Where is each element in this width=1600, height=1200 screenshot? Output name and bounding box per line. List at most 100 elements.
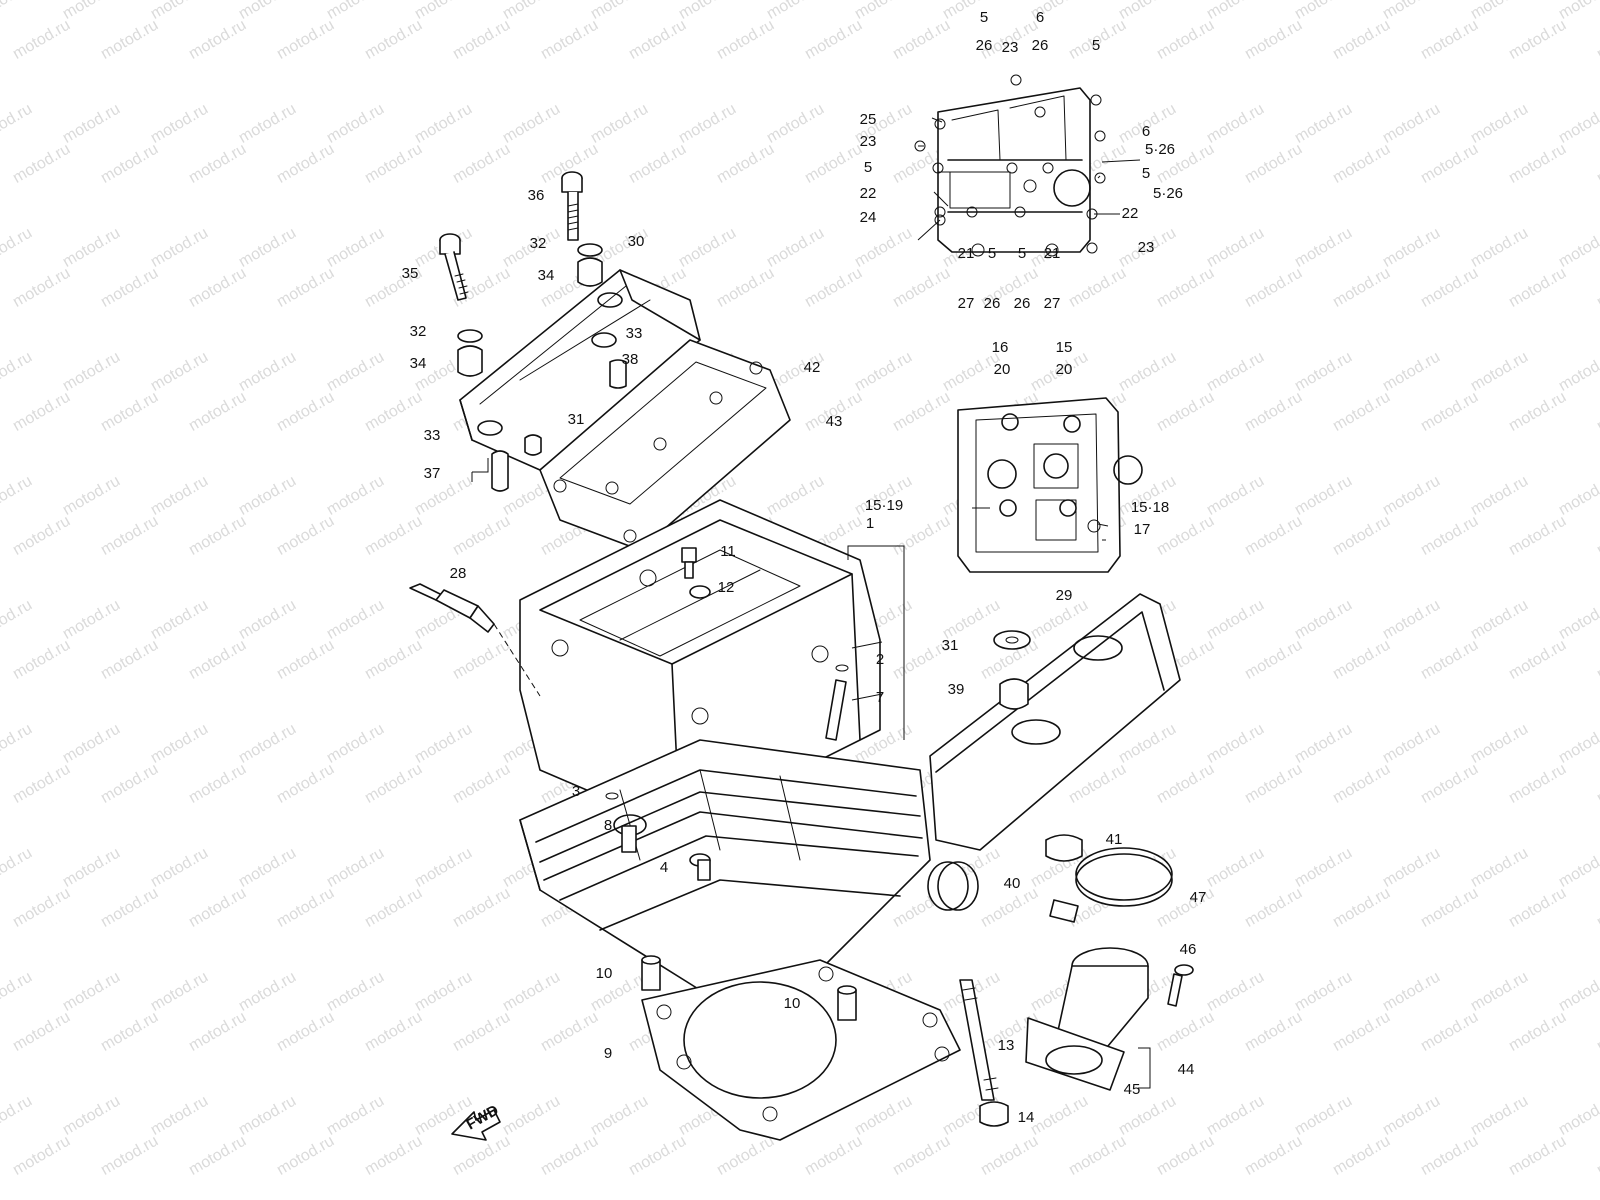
watermark-text: motod.ru xyxy=(148,225,211,271)
callout-label: 31 xyxy=(942,637,959,654)
watermark-text: motod.ru xyxy=(60,225,123,271)
callout-label: 8 xyxy=(604,817,612,834)
watermark-text: motod.ru xyxy=(148,845,211,891)
watermark-text: motod.ru xyxy=(1418,265,1481,311)
watermark-text: motod.ru xyxy=(1594,1009,1600,1055)
watermark-text: motod.ru xyxy=(1594,637,1600,683)
callout-label: 12 xyxy=(718,579,735,596)
watermark-text: motod.ru xyxy=(1594,1133,1600,1179)
watermark-text: motod.ru xyxy=(148,0,211,23)
watermark-text: motod.ru xyxy=(1380,349,1443,395)
watermark-text: motod.ru xyxy=(764,473,827,519)
watermark-text: motod.ru xyxy=(324,225,387,271)
callout-label: 10 xyxy=(784,995,801,1012)
watermark-text: motod.ru xyxy=(324,473,387,519)
watermark-text: motod.ru xyxy=(1242,637,1305,683)
watermark-text: motod.ru xyxy=(1380,845,1443,891)
callout-label: 27 xyxy=(958,295,975,312)
watermark-text: motod.ru xyxy=(1468,845,1531,891)
watermark-text: motod.ru xyxy=(362,1133,425,1179)
watermark-text: motod.ru xyxy=(1380,0,1443,23)
watermark-text: motod.ru xyxy=(412,969,475,1015)
watermark-text: motod.ru xyxy=(1418,761,1481,807)
watermark-text: motod.ru xyxy=(412,0,475,23)
watermark-text: motod.ru xyxy=(274,1009,337,1055)
watermark-text: motod.ru xyxy=(1330,885,1393,931)
watermark-text: motod.ru xyxy=(1116,1093,1179,1139)
watermark-text: motod.ru xyxy=(588,0,651,23)
watermark-text: motod.ru xyxy=(1556,969,1600,1015)
watermark-text: motod.ru xyxy=(890,17,953,63)
callout-label: 7 xyxy=(876,689,884,706)
watermark-text: motod.ru xyxy=(1204,969,1267,1015)
watermark-text: motod.ru xyxy=(1506,265,1569,311)
watermark-text: motod.ru xyxy=(588,101,651,147)
watermark-text: motod.ru xyxy=(1556,1093,1600,1139)
watermark-text: motod.ru xyxy=(274,1133,337,1179)
watermark-text: motod.ru xyxy=(714,141,777,187)
watermark-text: motod.ru xyxy=(538,1133,601,1179)
watermark-text: motod.ru xyxy=(1594,17,1600,63)
watermark-text: motod.ru xyxy=(1066,1133,1129,1179)
nut-14 xyxy=(979,1101,1009,1127)
watermark-text: motod.ru xyxy=(274,513,337,559)
watermark-text: motod.ru xyxy=(186,389,249,435)
watermark-text: motod.ru xyxy=(236,721,299,767)
watermark-text: motod.ru xyxy=(1506,1133,1569,1179)
callout-label: 5 xyxy=(1092,37,1100,54)
watermark-text: motod.ru xyxy=(1154,1009,1217,1055)
watermark-text: motod.ru xyxy=(714,1133,777,1179)
watermark-text: motod.ru xyxy=(1204,597,1267,643)
watermark-text: motod.ru xyxy=(148,1093,211,1139)
watermark-text: motod.ru xyxy=(1242,761,1305,807)
watermark-text: motod.ru xyxy=(890,265,953,311)
watermark-text: motod.ru xyxy=(764,225,827,271)
callout-label: 32 xyxy=(410,323,427,340)
watermark-text: motod.ru xyxy=(1330,17,1393,63)
watermark-text: motod.ru xyxy=(148,969,211,1015)
watermark-text: motod.ru xyxy=(1506,389,1569,435)
watermark-text: motod.ru xyxy=(1292,473,1355,519)
watermark-text: motod.ru xyxy=(324,597,387,643)
watermark-text: motod.ru xyxy=(852,225,915,271)
callout-label: 2 xyxy=(876,651,884,668)
watermark-text: motod.ru xyxy=(802,1133,865,1179)
callout-label: 15 xyxy=(1056,339,1073,356)
watermark-text: motod.ru xyxy=(1066,265,1129,311)
callout-label: 42 xyxy=(804,359,821,376)
watermark-text: motod.ru xyxy=(362,1009,425,1055)
watermark-text: motod.ru xyxy=(10,637,73,683)
watermark-text: motod.ru xyxy=(626,17,689,63)
watermark-text: motod.ru xyxy=(0,721,35,767)
watermark-text: motod.ru xyxy=(1204,845,1267,891)
watermark-text: motod.ru xyxy=(1506,17,1569,63)
watermark-text: motod.ru xyxy=(148,349,211,395)
watermark-text: motod.ru xyxy=(186,141,249,187)
watermark-text: motod.ru xyxy=(714,17,777,63)
head-cover-30 xyxy=(459,269,701,471)
watermark-text: motod.ru xyxy=(362,513,425,559)
watermark-text: motod.ru xyxy=(1468,101,1531,147)
watermark-text: motod.ru xyxy=(1028,1093,1091,1139)
callout-label: 38 xyxy=(622,351,639,368)
watermark-text: motod.ru xyxy=(0,473,35,519)
watermark-text: motod.ru xyxy=(1292,969,1355,1015)
callout-label: 26 xyxy=(976,37,993,54)
watermark-text: motod.ru xyxy=(236,225,299,271)
watermark-text: motod.ru xyxy=(1594,389,1600,435)
watermark-text: motod.ru xyxy=(1594,265,1600,311)
watermark-text: motod.ru xyxy=(890,513,953,559)
stud-13 xyxy=(959,979,999,1101)
watermark-text: motod.ru xyxy=(324,969,387,1015)
watermark-text: motod.ru xyxy=(1418,637,1481,683)
watermark-text: motod.ru xyxy=(1154,761,1217,807)
callout-label: 23 xyxy=(1002,39,1019,56)
watermark-text: motod.ru xyxy=(98,1009,161,1055)
watermark-text: motod.ru xyxy=(1242,513,1305,559)
watermark-text: motod.ru xyxy=(236,597,299,643)
watermark-text: motod.ru xyxy=(324,721,387,767)
watermark-text: motod.ru xyxy=(10,761,73,807)
cylinder-head-1 xyxy=(519,499,881,831)
watermark-text: motod.ru xyxy=(412,473,475,519)
watermark-text: motod.ru xyxy=(500,969,563,1015)
